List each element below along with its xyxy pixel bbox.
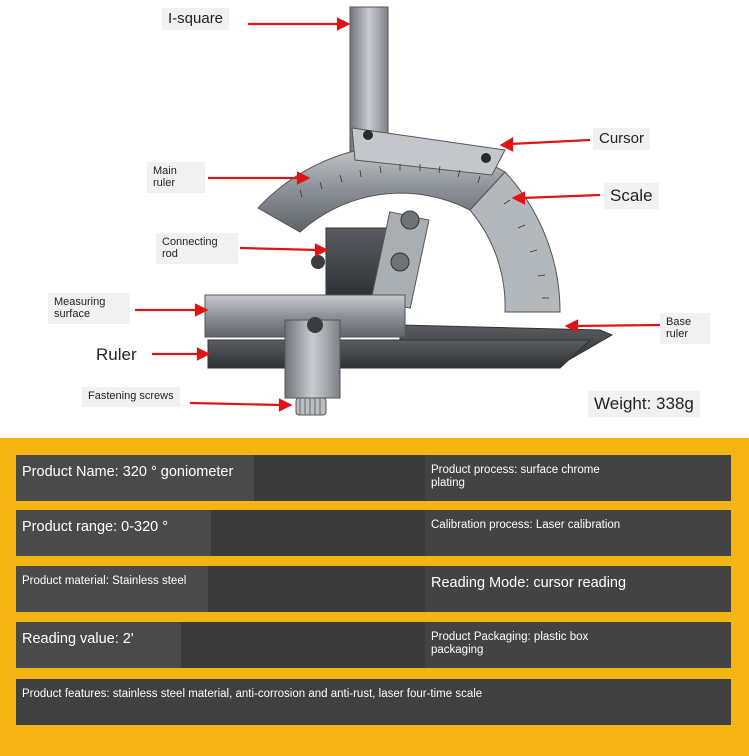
spec-left-cell: Product range: 0-320 ° [16,510,211,556]
spec-row-features: Product features: stainless steel materi… [16,679,731,725]
spec-product-process: Product process: surface chrome plating [431,464,600,490]
spec-features-cell: Product features: stainless steel materi… [16,679,731,725]
spec-panel: Product Name: 320 ° goniometer Product p… [0,438,749,756]
callout-base-ruler: Base ruler [660,313,710,345]
cursor-screw-2 [481,153,491,163]
clamp-block [284,319,341,399]
callout-measuring-surface: Measuring surface [48,293,130,325]
weight-label: Weight: 338g [588,391,700,417]
callout-cursor: Cursor [593,128,651,150]
callout-connecting-rod: Connecting rod [156,233,238,265]
callout-scale: Scale [604,183,659,209]
spec-reading-value: Reading value: 2' [22,631,134,647]
fastening-screw [295,397,327,416]
spec-right-cell: Calibration process: Laser calibration [425,510,731,556]
cursor-screw [363,130,373,140]
spec-product-packaging: Product Packaging: plastic box packaging [431,631,589,657]
spec-right-cell: Reading Mode: cursor reading [425,566,731,612]
goniometer-illustration [135,6,661,416]
spec-row: Product Name: 320 ° goniometer Product p… [16,455,731,501]
ruler-blade [207,339,592,369]
scale-ticks [299,164,549,299]
spec-reading-mode: Reading Mode: cursor reading [431,575,627,591]
callout-arrows [135,17,661,412]
callout-fastening-screws: Fastening screws [82,387,180,407]
callout-i-square: I-square [162,8,230,30]
spec-product-range: Product range: 0-320 ° [22,519,169,535]
callout-main-ruler: Main ruler [147,162,205,194]
spec-left-cell: Product material: Stainless steel [16,566,208,612]
spec-product-material: Product material: Stainless steel [22,575,187,587]
spec-product-features: Product features: stainless steel materi… [22,688,483,700]
spec-product-name: Product Name: 320 ° goniometer [22,464,234,480]
spec-right-cell: Product Packaging: plastic box packaging [425,622,731,668]
spec-row: Reading value: 2' Product Packaging: pla… [16,622,731,668]
product-photo: I-square Cursor Main ruler Scale Connect… [48,6,710,417]
spec-row: Product material: Stainless steel Readin… [16,566,731,612]
spec-right-cell: Product process: surface chrome plating [425,455,731,501]
scale-sector [469,171,561,313]
spec-calibration-process: Calibration process: Laser calibration [431,519,621,531]
cursor-plate [351,127,506,176]
spec-left-cell: Reading value: 2' [16,622,181,668]
spec-row: Product range: 0-320 ° Calibration proce… [16,510,731,556]
callout-ruler: Ruler [96,345,137,364]
spec-left-cell: Product Name: 320 ° goniometer [16,455,254,501]
